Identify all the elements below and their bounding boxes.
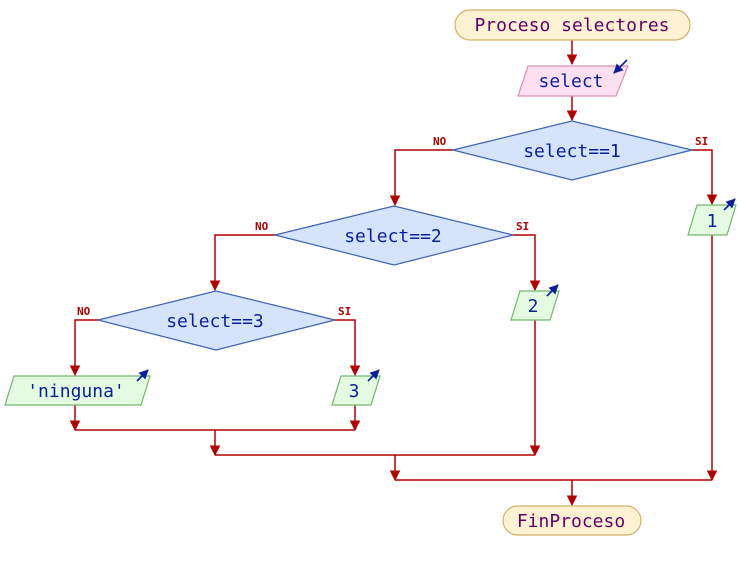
- output-1-label: 1: [707, 211, 718, 232]
- d1-yes-label: SI: [695, 135, 708, 148]
- input-label: select: [538, 71, 603, 92]
- output-2[interactable]: 2: [510, 284, 560, 321]
- output-3[interactable]: 3: [331, 369, 381, 406]
- end-terminal[interactable]: FinProceso: [502, 505, 642, 536]
- flow-d1-no: [389, 149, 453, 207]
- output-arrow-icon: [136, 369, 149, 382]
- output-arrow-icon: [367, 369, 380, 382]
- start-terminal[interactable]: Proceso selectores: [454, 9, 691, 41]
- decision-1-label: select==1: [523, 141, 621, 162]
- flow-d3-no: [69, 319, 98, 377]
- flow-d2-no: [209, 234, 275, 292]
- decision-2[interactable]: select==2: [274, 205, 514, 266]
- decision-1[interactable]: select==1: [452, 120, 693, 181]
- output-arrow-icon: [723, 198, 736, 211]
- input-select[interactable]: select: [517, 59, 629, 97]
- output-1[interactable]: 1: [687, 198, 737, 236]
- output-ninguna-label: 'ninguna': [27, 381, 125, 402]
- end-label: FinProceso: [517, 511, 625, 532]
- flow-d2-yes: [513, 234, 541, 292]
- flow-d1-yes: [692, 149, 718, 206]
- output-3-label: 3: [349, 381, 360, 402]
- d3-yes-label: SI: [338, 305, 351, 318]
- decision-2-label: select==2: [344, 226, 442, 247]
- d2-yes-label: SI: [516, 220, 529, 233]
- output-2-label: 2: [528, 296, 539, 317]
- flow-d3-yes: [335, 319, 361, 377]
- start-label: Proceso selectores: [474, 15, 669, 36]
- d3-no-label: NO: [77, 305, 91, 318]
- input-arrow-icon: [613, 59, 628, 74]
- d2-no-label: NO: [255, 220, 269, 233]
- output-arrow-icon: [546, 284, 559, 297]
- decision-3-label: select==3: [166, 311, 264, 332]
- output-ninguna[interactable]: 'ninguna': [4, 369, 151, 406]
- decision-3[interactable]: select==3: [97, 290, 336, 351]
- d1-no-label: NO: [433, 135, 447, 148]
